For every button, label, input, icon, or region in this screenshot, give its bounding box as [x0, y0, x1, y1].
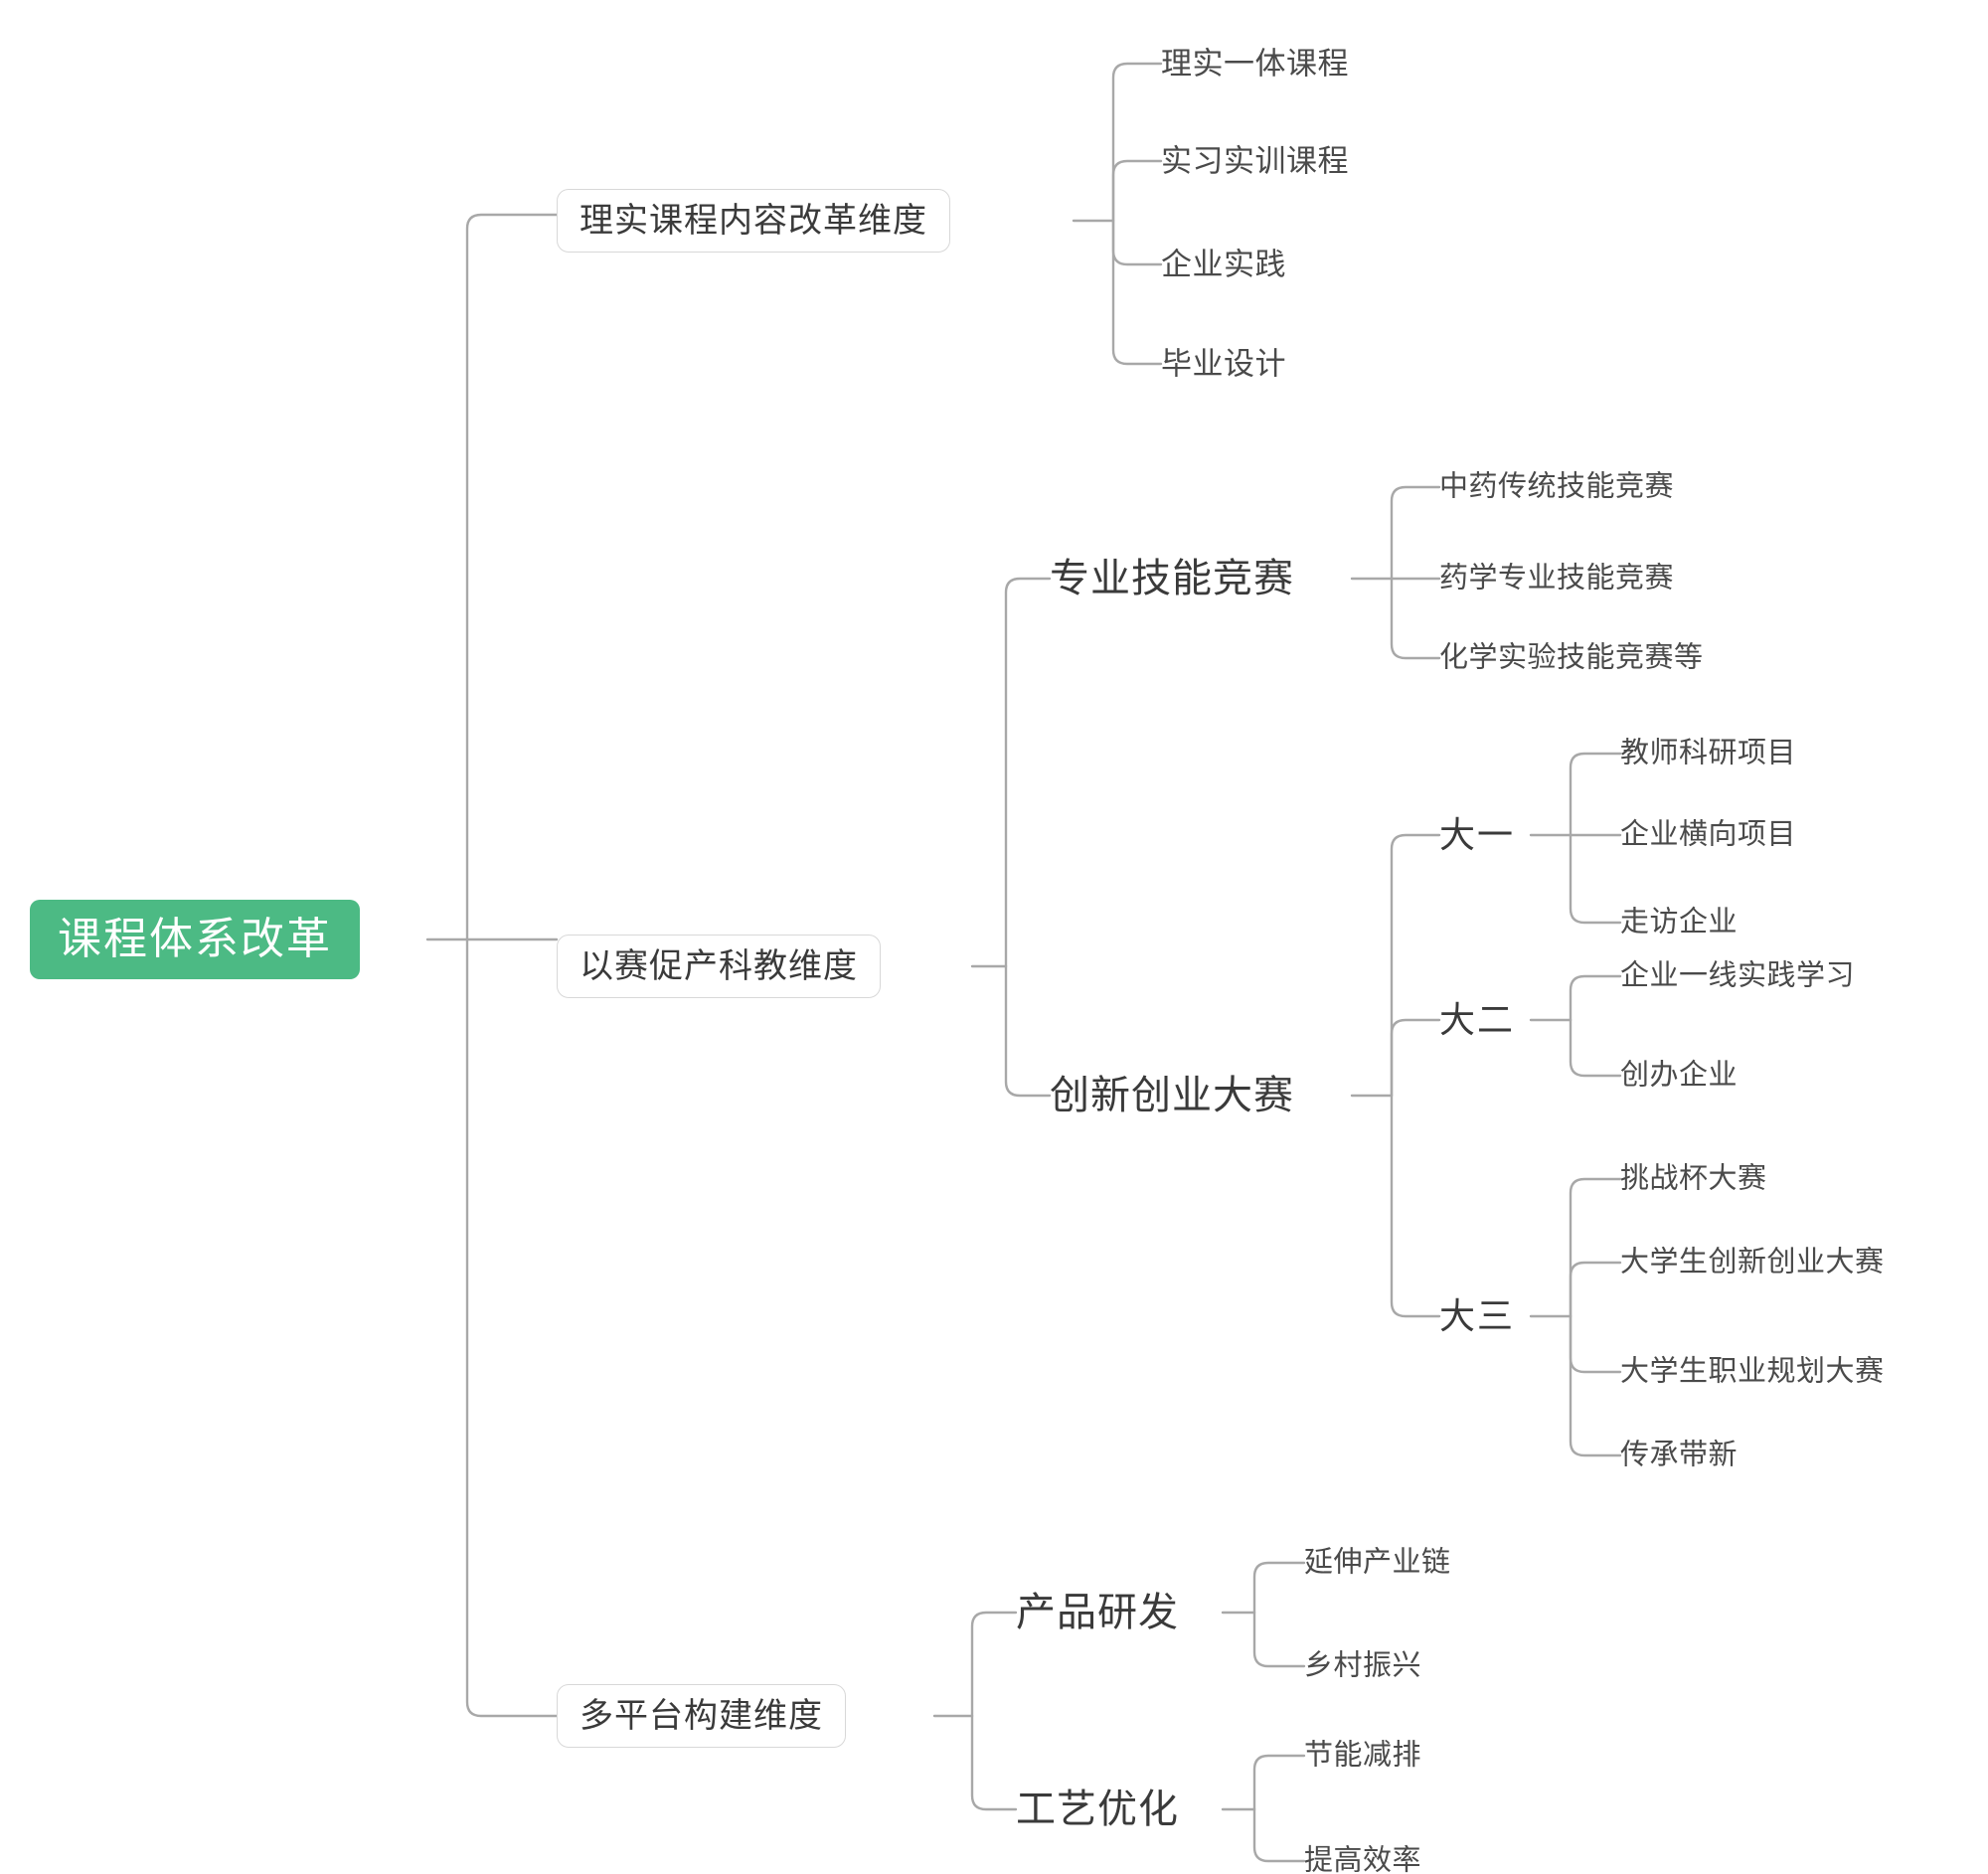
leaf-node[interactable]: 药学专业技能竞赛 — [1439, 562, 1675, 595]
edge-y3-c4 — [1569, 1314, 1622, 1457]
edge-b1-c2 — [1111, 159, 1163, 223]
edge-b3-prod — [970, 1611, 1018, 1718]
leaf-node[interactable]: 中药传统技能竞赛 — [1439, 470, 1675, 503]
branch-node-yisai-cuchan[interactable]: 以赛促产科教维度 — [557, 935, 881, 998]
subnode-chanpin-yanfa[interactable]: 产品研发 — [1016, 1591, 1179, 1634]
leaf-node[interactable]: 节能减排 — [1304, 1739, 1422, 1772]
leaf-node[interactable]: 乡村振兴 — [1304, 1649, 1422, 1682]
leaf-node[interactable]: 企业实践 — [1161, 247, 1286, 282]
edge-skill-c1 — [1390, 485, 1441, 581]
edge-root-to-b3 — [465, 937, 559, 1718]
subnode-zhuanye-jineng-jingsai[interactable]: 专业技能竞赛 — [1050, 557, 1294, 600]
subnode-year-two[interactable]: 大二 — [1439, 999, 1516, 1040]
leaf-node[interactable]: 理实一体课程 — [1161, 46, 1349, 82]
edge-proc-c1 — [1252, 1754, 1306, 1811]
branch-node-duopingtai-goujian[interactable]: 多平台构建维度 — [557, 1684, 846, 1748]
edge-b2-innov — [1004, 964, 1052, 1098]
leaf-node[interactable]: 毕业设计 — [1161, 346, 1286, 382]
leaf-node[interactable]: 大学生职业规划大赛 — [1620, 1355, 1885, 1388]
leaf-node[interactable]: 化学实验技能竞赛等 — [1439, 641, 1704, 674]
edge-y3-c2 — [1569, 1261, 1622, 1318]
leaf-node[interactable]: 企业一线实践学习 — [1620, 959, 1856, 992]
edge-innov-y3 — [1390, 1094, 1441, 1318]
edge-y1-c1 — [1569, 752, 1622, 837]
edge-y2-c1 — [1569, 974, 1622, 1022]
root-node[interactable]: 课程体系改革 — [30, 900, 360, 979]
leaf-node[interactable]: 延伸产业链 — [1304, 1546, 1451, 1579]
edge-b1-c4 — [1111, 219, 1163, 366]
edge-prod-c1 — [1252, 1561, 1306, 1615]
edge-y1-c3 — [1569, 833, 1622, 925]
leaf-node[interactable]: 大学生创新创业大赛 — [1620, 1246, 1885, 1278]
edge-prod-c2 — [1252, 1611, 1306, 1668]
edge-y2-c2 — [1569, 1018, 1622, 1078]
leaf-node[interactable]: 教师科研项目 — [1620, 737, 1797, 769]
branch-node-lishi-kecheng[interactable]: 理实课程内容改革维度 — [557, 189, 950, 253]
subnode-year-three[interactable]: 大三 — [1439, 1295, 1516, 1336]
edge-innov-y1 — [1390, 833, 1441, 1098]
subnode-gongyi-youhua[interactable]: 工艺优化 — [1016, 1788, 1179, 1831]
edge-y3-c1 — [1569, 1177, 1622, 1318]
subnode-chuangxin-chuangye-dasai[interactable]: 创新创业大赛 — [1050, 1074, 1294, 1117]
edge-skill-c3 — [1390, 577, 1441, 660]
leaf-node[interactable]: 传承带新 — [1620, 1439, 1739, 1471]
leaf-node[interactable]: 走访企业 — [1620, 906, 1739, 938]
leaf-node[interactable]: 创办企业 — [1620, 1059, 1739, 1092]
edge-b1-c1 — [1111, 62, 1163, 223]
leaf-node[interactable]: 提高效率 — [1304, 1844, 1422, 1874]
edge-y3-c3 — [1569, 1314, 1622, 1374]
edge-innov-y2 — [1390, 1018, 1441, 1098]
edge-b3-proc — [970, 1714, 1018, 1811]
leaf-node[interactable]: 企业横向项目 — [1620, 818, 1797, 851]
leaf-node[interactable]: 挑战杯大赛 — [1620, 1162, 1767, 1195]
edge-b1-c3 — [1111, 219, 1163, 266]
edge-b2-skill — [1004, 577, 1052, 968]
edge-root-to-b1 — [465, 213, 559, 941]
leaf-node[interactable]: 实习实训课程 — [1161, 143, 1349, 179]
subnode-year-one[interactable]: 大一 — [1439, 814, 1516, 855]
edge-proc-c2 — [1252, 1807, 1306, 1863]
